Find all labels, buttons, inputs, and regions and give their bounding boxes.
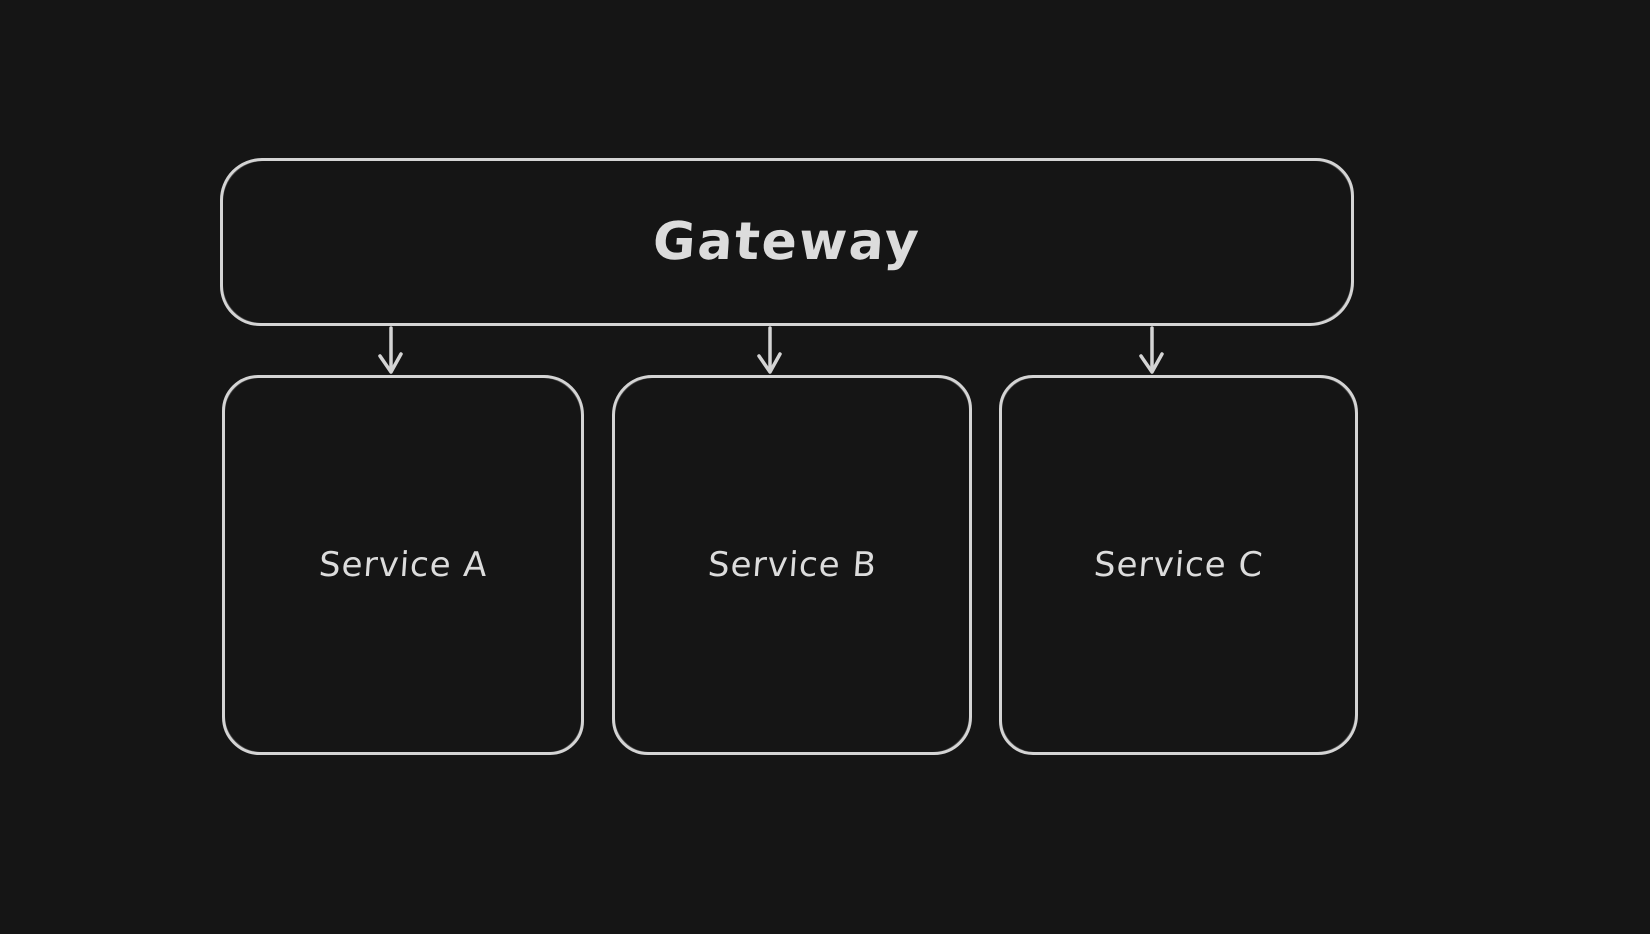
arrowhead-down-icon	[378, 352, 403, 374]
node-service-c[interactable]: Service C	[999, 375, 1358, 755]
node-service-a[interactable]: Service A	[222, 375, 584, 755]
arrow-gateway-to-service-b[interactable]	[757, 326, 782, 374]
arrowhead-down-icon	[757, 352, 782, 374]
arrowhead-down-icon	[1139, 352, 1164, 374]
node-service-b[interactable]: Service B	[612, 375, 972, 755]
node-service-a-label: Service A	[317, 545, 489, 585]
node-gateway[interactable]: Gateway	[220, 158, 1354, 326]
arrow-gateway-to-service-a[interactable]	[378, 326, 403, 374]
arrow-gateway-to-service-c[interactable]	[1139, 326, 1164, 374]
node-service-c-label: Service C	[1092, 545, 1265, 585]
node-service-b-label: Service B	[706, 545, 878, 585]
